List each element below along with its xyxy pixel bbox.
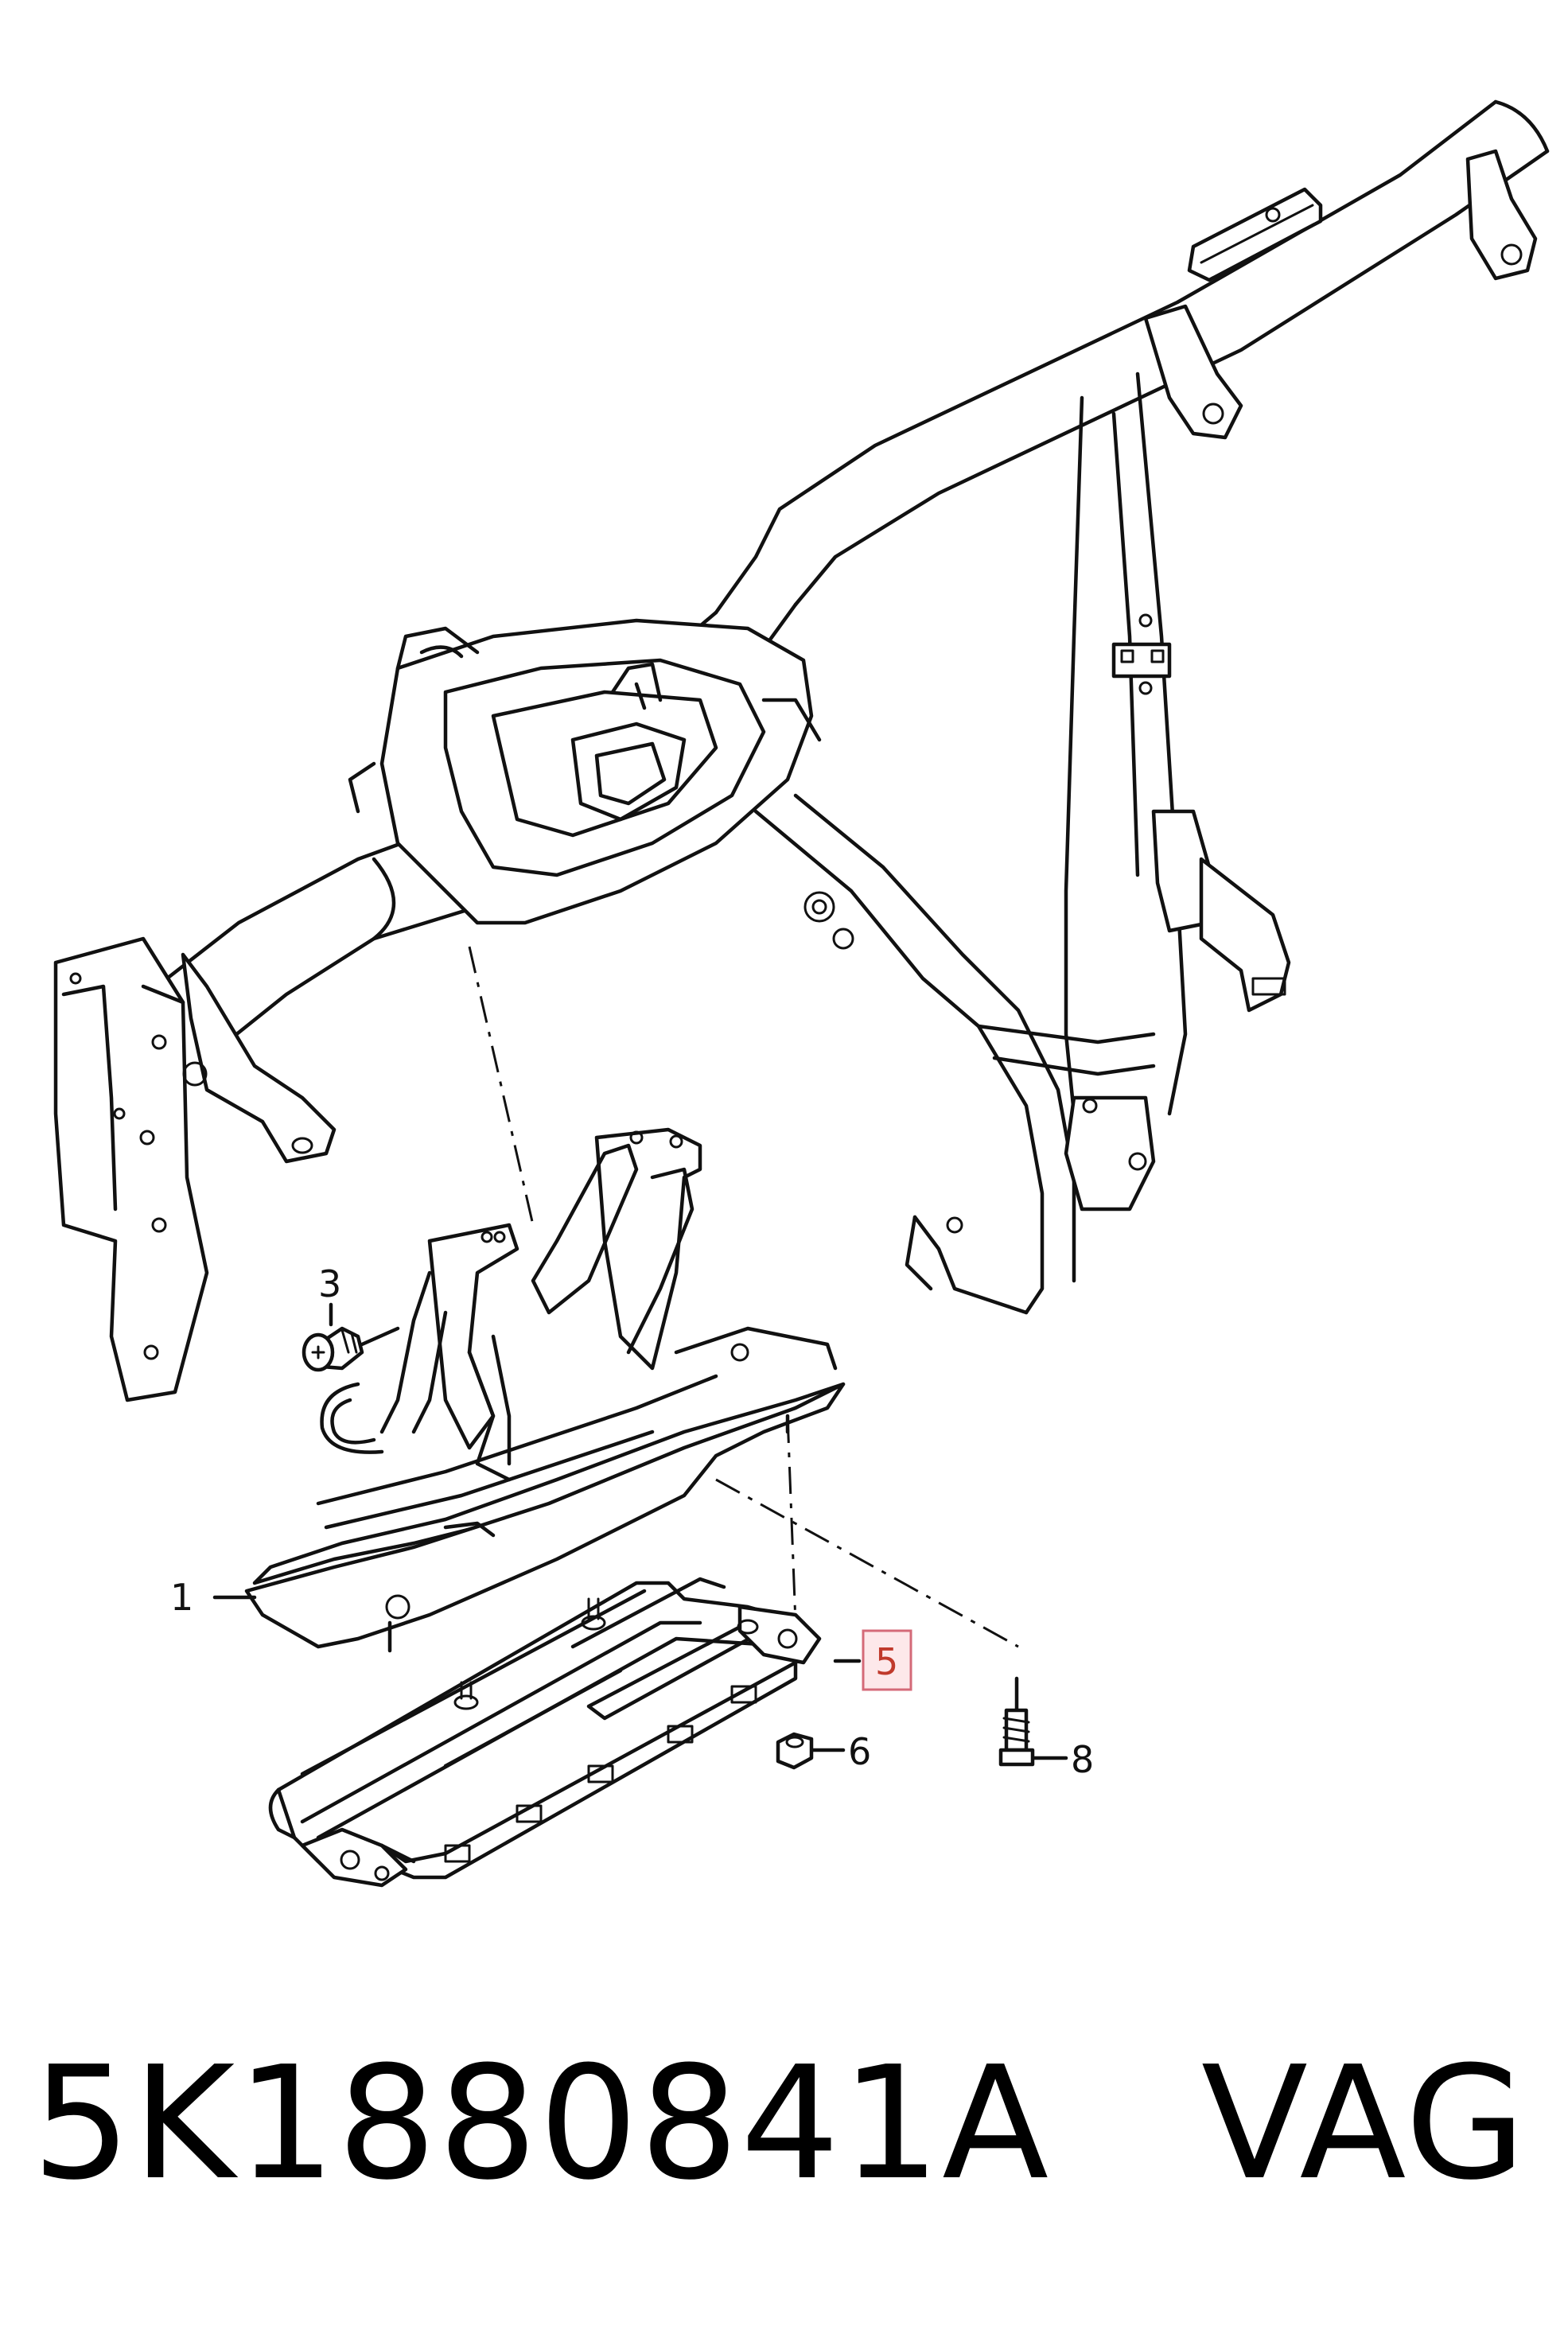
cross-car-beam — [53, 99, 1550, 1402]
callout-8-label: 8 — [1071, 1738, 1094, 1781]
callout-5: 5 — [862, 1629, 912, 1691]
callout-5-highlight-box — [862, 1629, 912, 1691]
part-3-screw — [302, 1326, 400, 1372]
part-5-knee-airbag — [268, 1577, 822, 1888]
callout-leaders — [212, 1302, 862, 1663]
callout-1-label: 1 — [170, 1576, 193, 1619]
part-caption: 5K1880841A VAG — [32, 2033, 1543, 2215]
callout-3: 3 — [318, 1262, 341, 1305]
callout-5-label: 5 — [875, 1640, 898, 1683]
part-1-bracket — [244, 1127, 846, 1653]
callout-8: 8 — [1071, 1738, 1094, 1781]
callout-6: 6 — [848, 1730, 871, 1773]
callout-6-label: 6 — [848, 1730, 871, 1773]
callout-1: 1 — [170, 1576, 193, 1619]
callout-3-label: 3 — [318, 1262, 341, 1305]
part-8-screw — [998, 1676, 1068, 1767]
manufacturer-name: VAG — [1200, 2033, 1527, 2215]
part-number: 5K1880841A — [32, 2033, 1051, 2215]
part-6-nut — [776, 1732, 846, 1770]
assembly-leader-lines — [468, 946, 1019, 1648]
